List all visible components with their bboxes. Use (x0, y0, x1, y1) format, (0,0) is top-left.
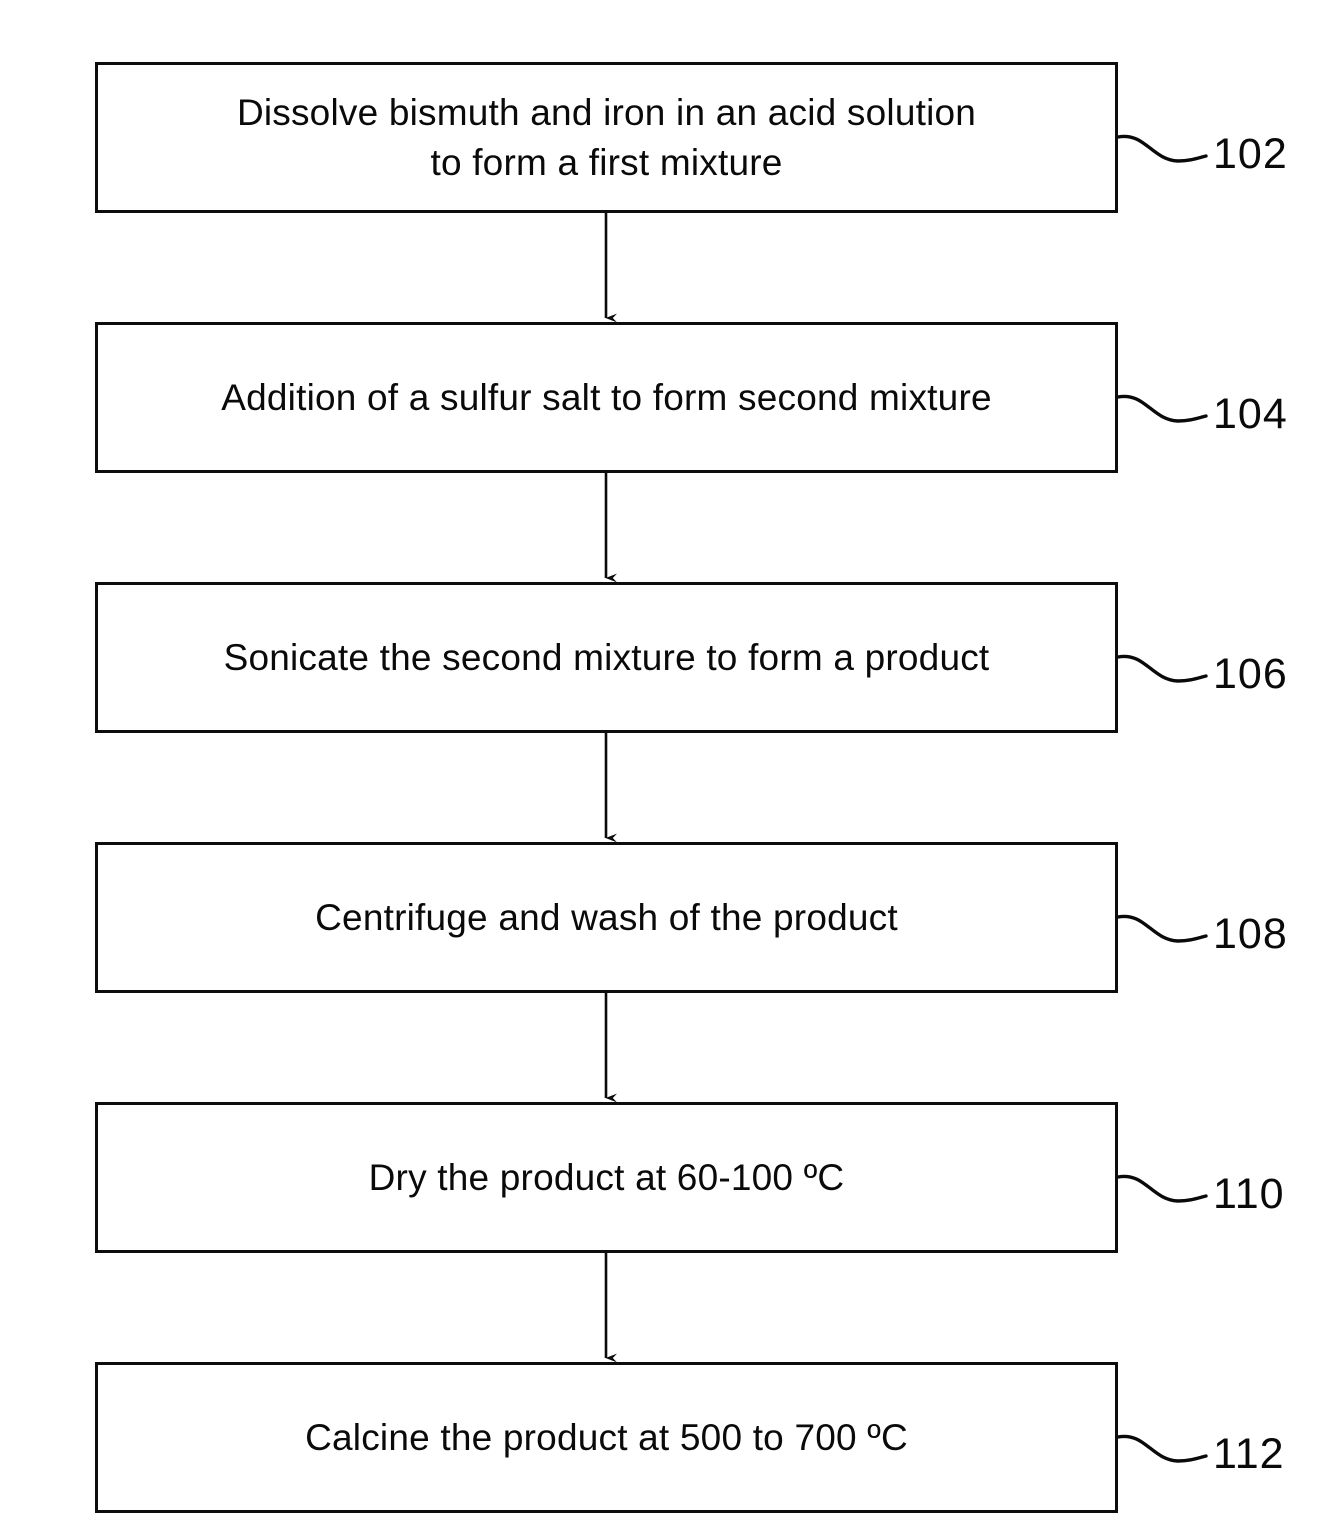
leader-line-102 (1116, 134, 1208, 163)
leader-line-104 (1116, 394, 1208, 423)
step-label-108: Centrifuge and wash of the product (315, 896, 898, 938)
leader-line-110 (1116, 1174, 1208, 1203)
ref-number-106: 106 (1213, 650, 1288, 698)
ref-number-110: 110 (1213, 1170, 1285, 1218)
step-box-110[interactable]: Dry the product at 60-100 ºC (95, 1102, 1118, 1253)
leader-lines (1116, 134, 1208, 1463)
leader-line-108 (1116, 914, 1208, 943)
step-label-102: Dissolve bismuth and iron in an acid sol… (236, 91, 977, 183)
step-box-102[interactable]: Dissolve bismuth and iron in an acid sol… (95, 62, 1118, 213)
step-box-104[interactable]: Addition of a sulfur salt to form second… (95, 322, 1118, 473)
step-box-108[interactable]: Centrifuge and wash of the product (95, 842, 1118, 993)
step-label-104: Addition of a sulfur salt to form second… (221, 376, 992, 418)
ref-number-104: 104 (1213, 390, 1288, 438)
leader-line-106 (1116, 654, 1208, 683)
leader-line-112 (1116, 1434, 1208, 1463)
step-label-106: Sonicate the second mixture to form a pr… (223, 636, 990, 678)
step-label-112: Calcine the product at 500 to 700 ºC (305, 1416, 908, 1458)
step-box-106[interactable]: Sonicate the second mixture to form a pr… (95, 582, 1118, 733)
ref-number-112: 112 (1213, 1430, 1285, 1478)
step-box-112[interactable]: Calcine the product at 500 to 700 ºC (95, 1362, 1118, 1513)
step-label-110: Dry the product at 60-100 ºC (368, 1156, 845, 1198)
ref-number-102: 102 (1213, 130, 1288, 178)
ref-number-108: 108 (1213, 910, 1288, 958)
